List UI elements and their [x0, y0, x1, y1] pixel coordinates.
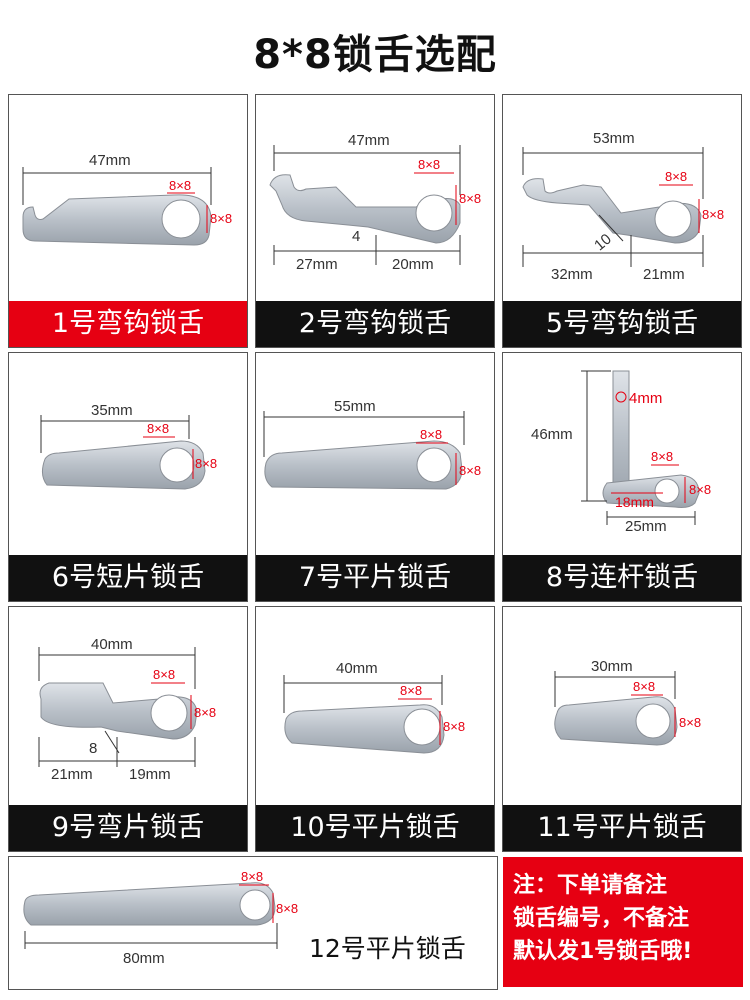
dim-square-h: 8×8: [276, 901, 298, 916]
product-card-8[interactable]: 46mm 4mm 8×8 8×8 18mm 25mm 8号连杆锁舌: [502, 352, 742, 602]
dim-square-w: 8×8: [665, 169, 687, 184]
dim-left: 27mm: [296, 256, 338, 273]
dim-length: 53mm: [593, 130, 635, 147]
dim-square-h: 8×8: [702, 207, 724, 222]
product-label: 11号平片锁舌: [503, 805, 741, 851]
dim-square-w: 8×8: [418, 157, 440, 172]
product-label: 8号连杆锁舌: [503, 555, 741, 601]
page-title: 8*8锁舌选配: [253, 32, 497, 78]
dim-left: 21mm: [51, 766, 93, 783]
dim-square-w: 8×8: [153, 667, 175, 682]
product-card-2[interactable]: 47mm 8×8 8×8 4 27mm 20mm 2号弯钩锁舌: [255, 94, 495, 348]
dim-length: 40mm: [336, 660, 378, 677]
dim-height: 46mm: [531, 426, 573, 443]
dim-square-w: 8×8: [400, 683, 422, 698]
lock-tongue-7-diagram: 55mm 8×8 8×8: [263, 398, 481, 490]
dim-square-h: 8×8: [459, 191, 481, 206]
dim-length: 30mm: [591, 658, 633, 675]
dim-length: 40mm: [91, 636, 133, 653]
product-label: 6号短片锁舌: [9, 555, 247, 601]
note-line-2: 锁舌编号，不备注: [513, 906, 690, 931]
product-label: 9号弯片锁舌: [9, 805, 247, 851]
note-line-1: 注：下单请备注: [513, 873, 668, 898]
dim-square-h: 8×8: [443, 719, 465, 734]
product-label: 7号平片锁舌: [256, 555, 494, 601]
product-card-1[interactable]: 47mm 8×8 8×8 1号弯钩锁舌: [8, 94, 248, 348]
product-card-9[interactable]: 40mm 8×8 8×8 8 21mm 19mm 9号弯片锁舌: [8, 606, 248, 852]
dim-length: 55mm: [334, 398, 376, 415]
dim-square-w: 8×8: [420, 427, 442, 442]
lock-tongue-2-diagram: 47mm 8×8 8×8 4 27mm 20mm: [269, 132, 481, 273]
dim-square-w: 8×8: [147, 421, 169, 436]
dim-inner: 18mm: [615, 494, 654, 510]
note-line-3: 默认发1号锁舌哦!: [513, 939, 693, 964]
dim-square-h: 8×8: [459, 463, 481, 478]
product-label: 5号弯钩锁舌: [503, 301, 741, 347]
dim-square-h: 8×8: [195, 456, 217, 471]
lock-tongue-1-diagram: 47mm 8×8 8×8: [22, 152, 232, 246]
dim-rod: 4mm: [629, 390, 662, 407]
dim-width: 25mm: [625, 518, 667, 535]
dim-square-w: 8×8: [241, 869, 263, 884]
dim-square-h: 8×8: [194, 705, 216, 720]
dim-bend: 10: [591, 231, 615, 255]
product-card-12[interactable]: 8×8 8×8 80mm 12号平片锁舌: [8, 856, 498, 990]
lock-tongue-10-diagram: 40mm 8×8 8×8: [283, 660, 465, 754]
dim-bend: 8: [89, 740, 97, 757]
dim-length: 47mm: [348, 132, 390, 149]
lock-tongue-9-diagram: 40mm 8×8 8×8 8 21mm 19mm: [38, 636, 216, 783]
product-card-3[interactable]: 53mm 8×8 8×8 10 32mm 21mm 5号弯钩锁舌: [502, 94, 742, 348]
product-card-7[interactable]: 55mm 8×8 8×8 7号平片锁舌: [255, 352, 495, 602]
dim-length: 80mm: [123, 950, 165, 967]
lock-tongue-5-diagram: 53mm 8×8 8×8 10 32mm 21mm: [522, 130, 724, 283]
dim-square-w: 8×8: [651, 449, 673, 464]
dim-square-w: 8×8: [169, 178, 191, 193]
dim-right: 21mm: [643, 266, 685, 283]
product-card-11[interactable]: 30mm 8×8 8×8 11号平片锁舌: [502, 606, 742, 852]
dim-square-h: 8×8: [689, 482, 711, 497]
dim-left: 32mm: [551, 266, 593, 283]
lock-tongue-8-diagram: 46mm 4mm 8×8 8×8 18mm 25mm: [531, 370, 711, 535]
dim-right: 19mm: [129, 766, 171, 783]
dim-length: 35mm: [91, 402, 133, 419]
product-label: 1号弯钩锁舌: [9, 301, 247, 347]
product-card-6[interactable]: 35mm 8×8 8×8 6号短片锁舌: [8, 352, 248, 602]
dim-square-h: 8×8: [210, 211, 232, 226]
product-card-10[interactable]: 40mm 8×8 8×8 10号平片锁舌: [255, 606, 495, 852]
dim-right: 20mm: [392, 256, 434, 273]
lock-tongue-11-diagram: 30mm 8×8 8×8: [554, 658, 701, 746]
product-label: 10号平片锁舌: [256, 805, 494, 851]
dim-offset: 4: [352, 228, 360, 245]
order-note: 注：下单请备注 锁舌编号，不备注 默认发1号锁舌哦!: [503, 857, 743, 987]
product-label: 2号弯钩锁舌: [256, 301, 494, 347]
lock-tongue-6-diagram: 35mm 8×8 8×8: [40, 402, 217, 490]
dim-square-w: 8×8: [633, 679, 655, 694]
product-label: 12号平片锁舌: [309, 934, 466, 963]
dim-square-h: 8×8: [679, 715, 701, 730]
dim-length: 47mm: [89, 152, 131, 169]
lock-tongue-12-diagram: 8×8 8×8 80mm: [23, 869, 298, 967]
